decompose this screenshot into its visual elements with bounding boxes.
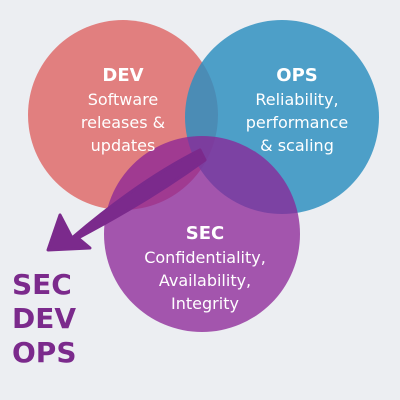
ops-line: & scaling — [260, 136, 334, 155]
pointer-arrow — [46, 148, 207, 252]
dev-heading: DEV — [102, 65, 144, 86]
dev-line: releases & — [80, 113, 166, 132]
ops-heading: OPS — [276, 65, 318, 86]
sec-line: Availability, — [158, 271, 252, 290]
brand-line: SEC — [12, 268, 72, 301]
ops-label: OPS Reliability, performance & scaling — [222, 64, 372, 157]
ops-line: Reliability, — [255, 90, 339, 109]
sec-line: Integrity — [171, 294, 239, 313]
sec-line: Confidentiality, — [144, 248, 266, 267]
secdevops-title: SEC DEV OPS — [12, 268, 77, 370]
dev-label: DEV Software releases & updates — [48, 64, 198, 157]
ops-line: performance — [245, 113, 349, 132]
dev-line: Software — [87, 90, 159, 109]
dev-line: updates — [90, 136, 156, 155]
sec-heading: SEC — [185, 223, 225, 244]
brand-line: DEV — [12, 302, 77, 335]
sec-label: SEC Confidentiality, Availability, Integ… — [115, 222, 295, 315]
brand-line: OPS — [12, 336, 77, 369]
